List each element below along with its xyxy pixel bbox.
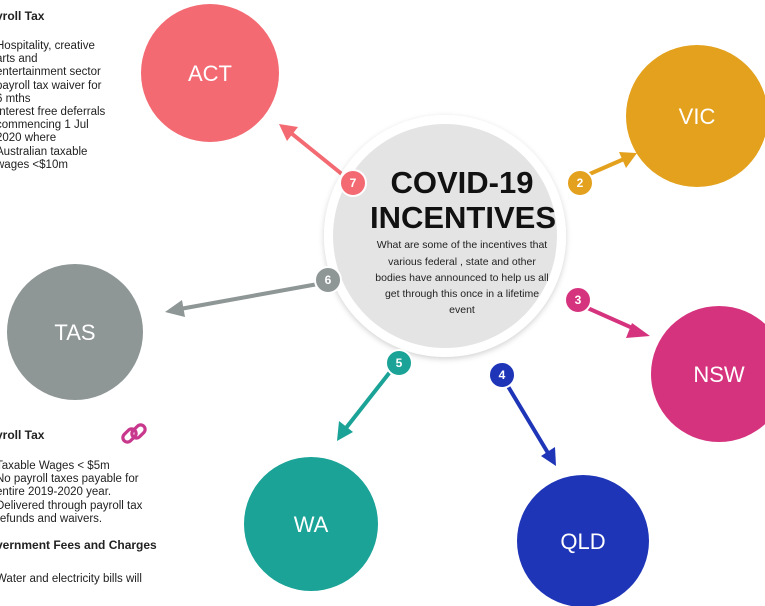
region-node-vic[interactable]: VIC <box>626 45 765 187</box>
list-item: Hospitality, creative <box>0 40 95 52</box>
region-label-tas: TAS <box>54 320 95 345</box>
hub-description-line: get through this once in a lifetime <box>385 288 539 300</box>
badge-number: 3 <box>575 293 582 307</box>
region-label-nsw: NSW <box>693 362 745 387</box>
badge-5: 5 <box>385 349 413 377</box>
region-label-qld: QLD <box>560 529 605 554</box>
region-node-act[interactable]: ACT <box>141 4 279 142</box>
central-hub: COVID-19 INCENTIVES What are some of the… <box>324 115 566 357</box>
act-notes-heading: yroll Tax <box>0 9 45 23</box>
connector-act <box>279 124 345 177</box>
connector-tas <box>165 282 319 317</box>
badge-3: 3 <box>564 286 592 314</box>
badge-number: 5 <box>396 356 403 370</box>
region-node-tas[interactable]: TAS <box>7 264 143 400</box>
tas-notes-sublist: Water and electricity bills will <box>0 573 176 586</box>
list-item: entertainment sector <box>0 66 101 79</box>
region-node-qld[interactable]: QLD <box>517 475 649 606</box>
list-item: Taxable Wages < $5m <box>0 460 110 472</box>
hub-title-line2: INCENTIVES <box>370 200 556 235</box>
list-item: commencing 1 Jul <box>0 119 89 132</box>
list-item: entire 2019-2020 year. <box>0 486 112 499</box>
list-item: payroll tax waiver for <box>0 79 102 92</box>
badge-4: 4 <box>488 361 516 389</box>
list-item: Delivered through payroll tax <box>0 499 143 512</box>
list-item: 6 mths <box>0 92 31 105</box>
hub-description-line: What are some of the incentives that <box>377 239 548 251</box>
tas-notes-heading: yroll Tax <box>0 428 45 442</box>
act-notes-list: Hospitality, creative arts and entertain… <box>0 40 128 172</box>
connector-wa <box>337 370 392 441</box>
list-item: 2020 where <box>0 132 57 145</box>
link-icon[interactable] <box>117 418 151 452</box>
badge-2: 2 <box>566 169 594 197</box>
connector-qld <box>504 381 556 466</box>
list-item: wages <$10m <box>0 158 68 171</box>
list-item: Water and electricity bills will <box>0 573 142 586</box>
region-node-nsw[interactable]: NSW <box>651 306 765 442</box>
badge-number: 7 <box>350 176 357 190</box>
list-item: No payroll taxes payable for <box>0 473 139 486</box>
badge-6: 6 <box>314 266 342 294</box>
hub-description-line: event <box>449 304 475 316</box>
hub-title-line1: COVID-19 <box>391 165 534 200</box>
region-node-wa[interactable]: WA <box>244 457 378 591</box>
list-item: refunds and waivers. <box>0 512 103 525</box>
badge-7: 7 <box>339 169 367 197</box>
list-item: Australian taxable <box>0 145 88 158</box>
region-label-act: ACT <box>188 61 232 86</box>
region-label-vic: VIC <box>679 104 716 129</box>
list-item: arts and <box>0 53 38 66</box>
hub-description-line: bodies have announced to help us all <box>375 272 548 284</box>
badge-number: 2 <box>577 176 584 190</box>
tas-notes-subheading: vernment Fees and Charges <box>0 538 157 553</box>
tas-notes-panel: yroll Tax Taxable Wages < $5m No payroll… <box>0 428 176 586</box>
badge-number: 6 <box>325 273 332 287</box>
act-notes-panel: yroll Tax Hospitality, creative arts and… <box>0 9 128 172</box>
connector-vic <box>584 152 637 178</box>
tas-notes-list: Taxable Wages < $5m No payroll taxes pay… <box>0 460 176 526</box>
hub-description-line: various federal , state and other <box>388 256 536 268</box>
badge-number: 4 <box>499 368 506 382</box>
region-label-wa: WA <box>294 512 329 537</box>
list-item: Interest free deferrals <box>0 106 106 119</box>
connector-nsw <box>582 304 650 338</box>
